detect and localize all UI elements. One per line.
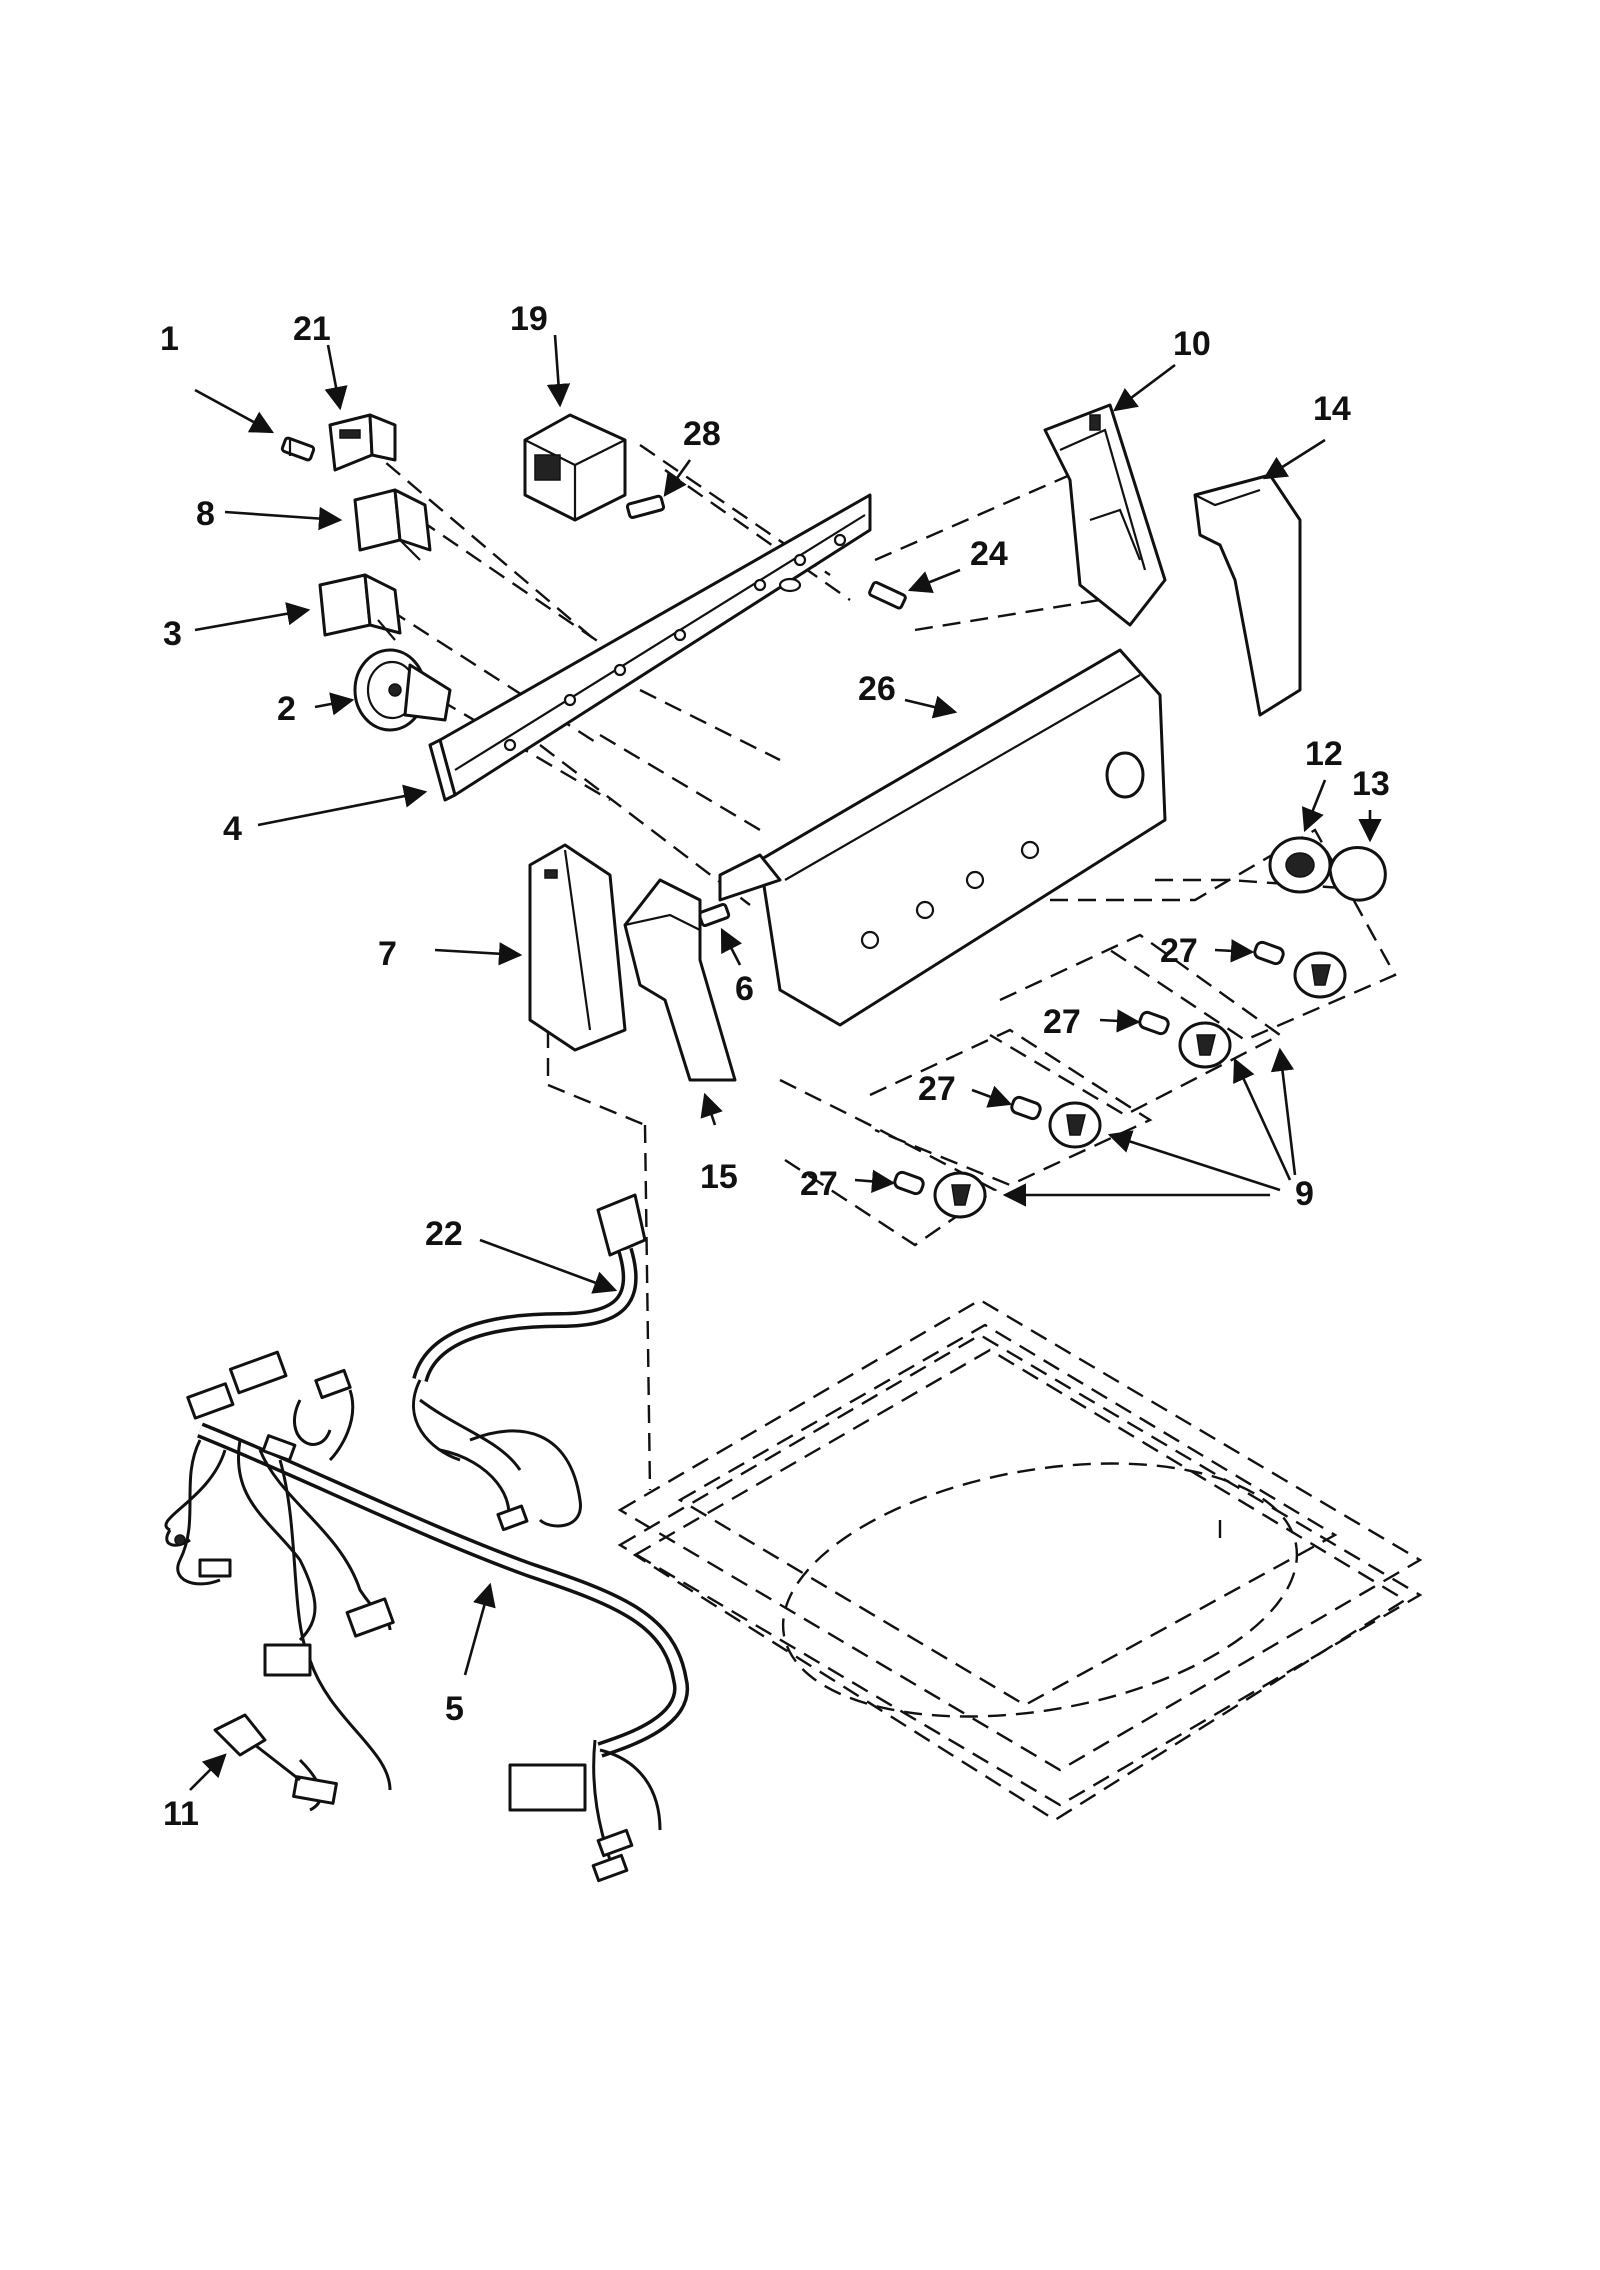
- label-14: 14: [1313, 390, 1351, 428]
- part-11-component: [213, 1713, 301, 1782]
- part-22-cord: [412, 1193, 647, 1383]
- label-3: 3: [163, 615, 182, 653]
- part-10-end-cap: [1043, 403, 1167, 627]
- part-1-screw: [280, 436, 316, 462]
- label-10: 10: [1173, 325, 1211, 363]
- part-3-switch: [318, 573, 402, 641]
- part-27-clip: [893, 1170, 925, 1196]
- label-22: 22: [425, 1215, 463, 1253]
- part-24-screw: [868, 580, 907, 610]
- label-28: 28: [683, 415, 721, 453]
- label-12: 12: [1305, 735, 1343, 773]
- label-2: 2: [277, 690, 296, 728]
- washer-top-outline: [617, 1298, 1423, 1822]
- label-8: 8: [196, 495, 215, 533]
- label-6: 6: [735, 970, 754, 1008]
- part-27-clip: [1010, 1095, 1042, 1121]
- part-6-screw: [697, 902, 731, 928]
- label-9: 9: [1295, 1175, 1314, 1213]
- part-9-knob: [933, 1171, 987, 1219]
- label-13: 13: [1352, 765, 1390, 803]
- part-5-harness: [164, 1350, 690, 1883]
- label-27-d: 27: [800, 1165, 838, 1203]
- label-27-c: 27: [918, 1070, 956, 1108]
- label-11: 11: [163, 1795, 199, 1833]
- label-27-a: 27: [1160, 932, 1198, 970]
- part-28-screw: [625, 494, 666, 519]
- part-27-clip: [1253, 940, 1285, 966]
- part-labels: 1 21 19 10 14 28 8 24 3 2 26 12 13 4 7 6…: [160, 300, 1390, 1833]
- label-15: 15: [700, 1158, 738, 1196]
- label-19: 19: [510, 300, 548, 338]
- label-21: 21: [293, 310, 331, 348]
- part-19-control: [523, 413, 627, 522]
- part-27-clip: [1138, 1010, 1170, 1036]
- part-9-knob: [1178, 1021, 1232, 1069]
- label-1: 1: [160, 320, 179, 358]
- part-15-trim: [623, 878, 737, 1082]
- label-27-b: 27: [1043, 1003, 1081, 1041]
- part-2-timer: [353, 648, 452, 732]
- part-9-knob: [1293, 951, 1347, 999]
- part-7-end-cap: [528, 843, 627, 1052]
- label-24: 24: [970, 535, 1008, 573]
- part-26-console: [718, 648, 1167, 1027]
- label-26: 26: [858, 670, 896, 708]
- part-4-bracket: [428, 493, 872, 802]
- part-8-switch: [353, 488, 432, 561]
- part-12-knob-base: [1268, 836, 1332, 894]
- part-14-trim: [1193, 473, 1302, 717]
- label-4: 4: [223, 810, 242, 848]
- label-5: 5: [445, 1690, 464, 1728]
- leader-arrows: [189, 334, 1382, 1791]
- part-21-switch: [328, 413, 397, 472]
- label-7: 7: [378, 935, 397, 973]
- part-13-knob: [1328, 846, 1387, 902]
- part-9-knob: [1048, 1101, 1102, 1149]
